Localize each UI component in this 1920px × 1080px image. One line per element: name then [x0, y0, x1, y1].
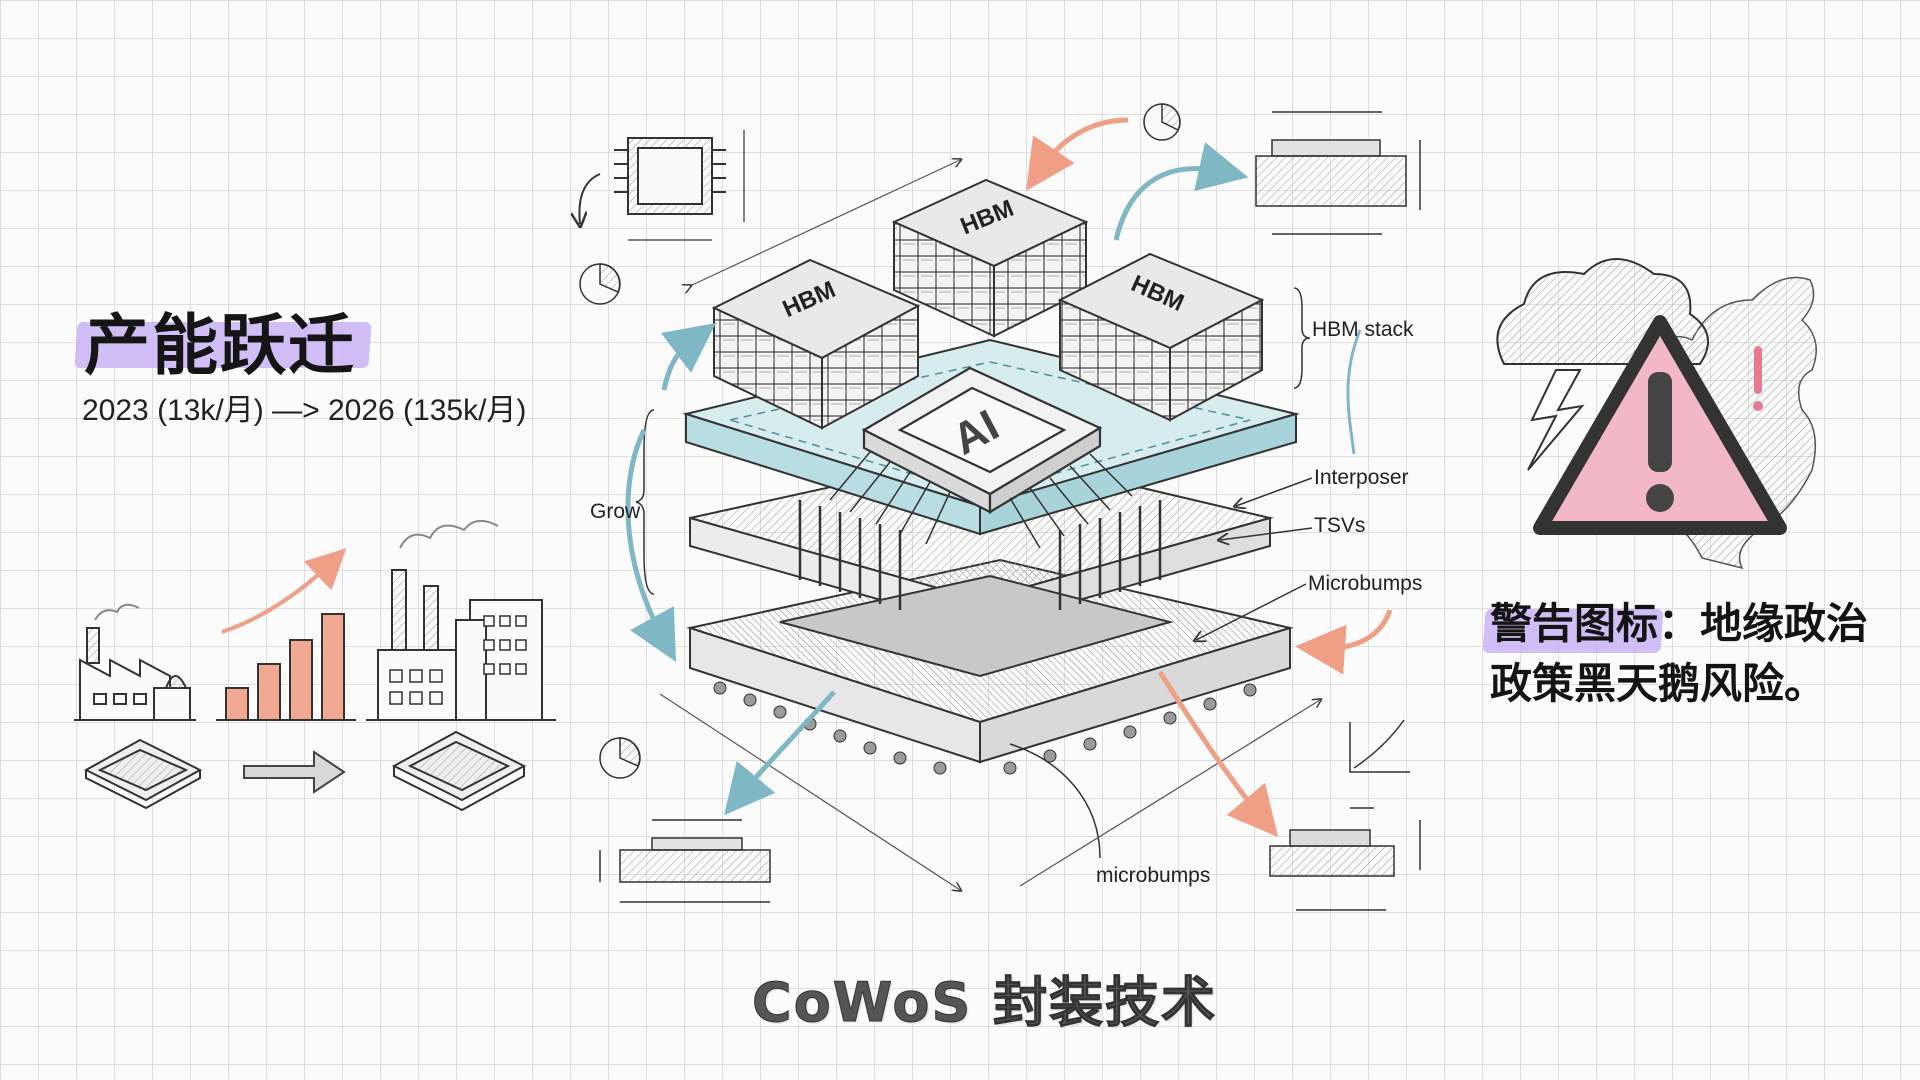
cross-section-sketch-bottom-right	[1269, 719, 1421, 911]
warning-text: 警告图标：地缘政治政策黑天鹅风险。	[1482, 594, 1910, 714]
tsvs-label: TSVs	[1314, 514, 1366, 537]
warning-triangle-icon	[1533, 315, 1787, 535]
pie-sketch-icon	[579, 103, 1181, 779]
cross-section-sketch-top-right	[1255, 111, 1421, 235]
small-factory-icon	[74, 603, 196, 721]
capacity-subtitle: 2023 (13k/月) —> 2026 (135k/月)	[82, 394, 527, 427]
growth-bars	[216, 548, 356, 721]
tsv-pins	[798, 500, 1162, 610]
cross-section-sketch-bottom-left	[599, 819, 771, 903]
flow-arrows	[625, 117, 1393, 838]
small-chip-icon	[83, 738, 203, 810]
interposer-label: Interposer	[1314, 466, 1409, 489]
dimension-lines	[659, 160, 1320, 890]
page-title-text: 产能跃迁	[84, 307, 356, 384]
ai-chip	[829, 366, 1133, 549]
grow-label: Grow	[590, 500, 641, 523]
microbumps-lower-label: microbumps	[1096, 864, 1211, 887]
microbumps-upper-label: Microbumps	[1308, 572, 1423, 595]
large-chip-icon	[391, 730, 527, 812]
hbm-stack-right	[1057, 252, 1265, 422]
hbm-stack-label: HBM stack	[1312, 318, 1414, 341]
page-title: 产能跃迁	[74, 292, 372, 388]
right-arrow-icon	[243, 750, 346, 794]
chip-sketch-top-left	[579, 130, 745, 241]
large-factory-icon	[366, 519, 556, 721]
warning-lead-text: 警告图标	[1490, 599, 1659, 648]
warning-lead: 警告图标	[1482, 599, 1664, 653]
warning-body-text: ：地缘政治政策黑天鹅风险。	[1490, 599, 1869, 708]
diagram-caption: CoWoS 封装技术	[751, 971, 1218, 1035]
